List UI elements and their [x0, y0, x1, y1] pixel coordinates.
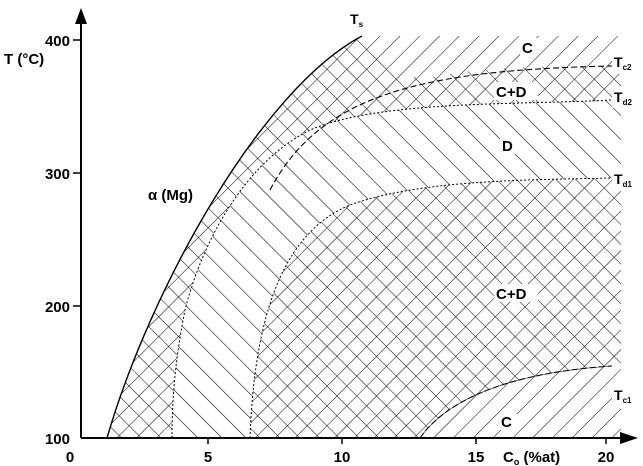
- region-label-cd-lower: C+D: [496, 286, 527, 303]
- y-tick-label-300: 300: [45, 166, 70, 183]
- curve-cd-lower: [419, 365, 613, 439]
- svg-text:Tc1: Tc1: [614, 387, 632, 405]
- y-tick-label-100: 100: [45, 431, 70, 448]
- y-tick-label-400: 400: [45, 33, 70, 50]
- region-d: [172, 100, 621, 438]
- curve-tc2: [269, 65, 613, 191]
- region-c-plus-d-lower-cross: [250, 178, 621, 438]
- region-c-plus-d-outer-cross: [107, 36, 621, 438]
- y-axis-arrow: [75, 8, 87, 24]
- x-axis-title-sub: o: [514, 457, 520, 466]
- region-c-bottom-hatch: [420, 365, 621, 438]
- svg-text:Co (%at): Co (%at): [503, 449, 560, 466]
- region-label-cd-upper: C+D: [496, 84, 527, 101]
- curve-label-td2: Td2: [612, 86, 643, 108]
- x-axis-title: Co (%at): [500, 448, 584, 466]
- curve-label-td1: Td1: [612, 168, 643, 190]
- svg-text:Td1: Td1: [614, 171, 632, 189]
- region-label-c-bottom: C: [501, 414, 512, 431]
- hatched-regions: [107, 36, 621, 438]
- solvus-curve-ts: [106, 35, 363, 439]
- y-tick-label-200: 200: [45, 299, 70, 316]
- svg-text:Tc2: Tc2: [614, 54, 632, 72]
- boundary-curves: [106, 35, 613, 439]
- x-axis-arrow: [620, 432, 638, 444]
- x-tick-label-5: 5: [204, 449, 212, 466]
- region-label-d: D: [502, 138, 513, 155]
- x-tick-label-0: 0: [66, 449, 74, 466]
- curve-label-tc2: Tc2: [612, 52, 643, 74]
- x-tick-label-10: 10: [334, 449, 351, 466]
- curve-td2: [171, 99, 613, 439]
- curve-td1: [249, 177, 613, 439]
- region-c-top-hatch: [362, 36, 621, 80]
- svg-text:Ts: Ts: [350, 11, 364, 29]
- x-tick-label-15: 15: [468, 449, 485, 466]
- y-axis-title: T (°C): [4, 51, 44, 68]
- x-tick-label-20: 20: [598, 449, 615, 466]
- x-axis-title-suffix: (%at): [519, 449, 560, 466]
- curve-label-ts: Ts: [348, 8, 372, 29]
- axes: [73, 8, 638, 444]
- region-label-alpha: α (Mg): [148, 187, 193, 204]
- svg-text:Td2: Td2: [614, 89, 632, 107]
- x-axis-title-main: C: [503, 449, 514, 466]
- curve-label-tc1: Tc1: [612, 384, 643, 406]
- region-label-c-top: C: [522, 40, 533, 57]
